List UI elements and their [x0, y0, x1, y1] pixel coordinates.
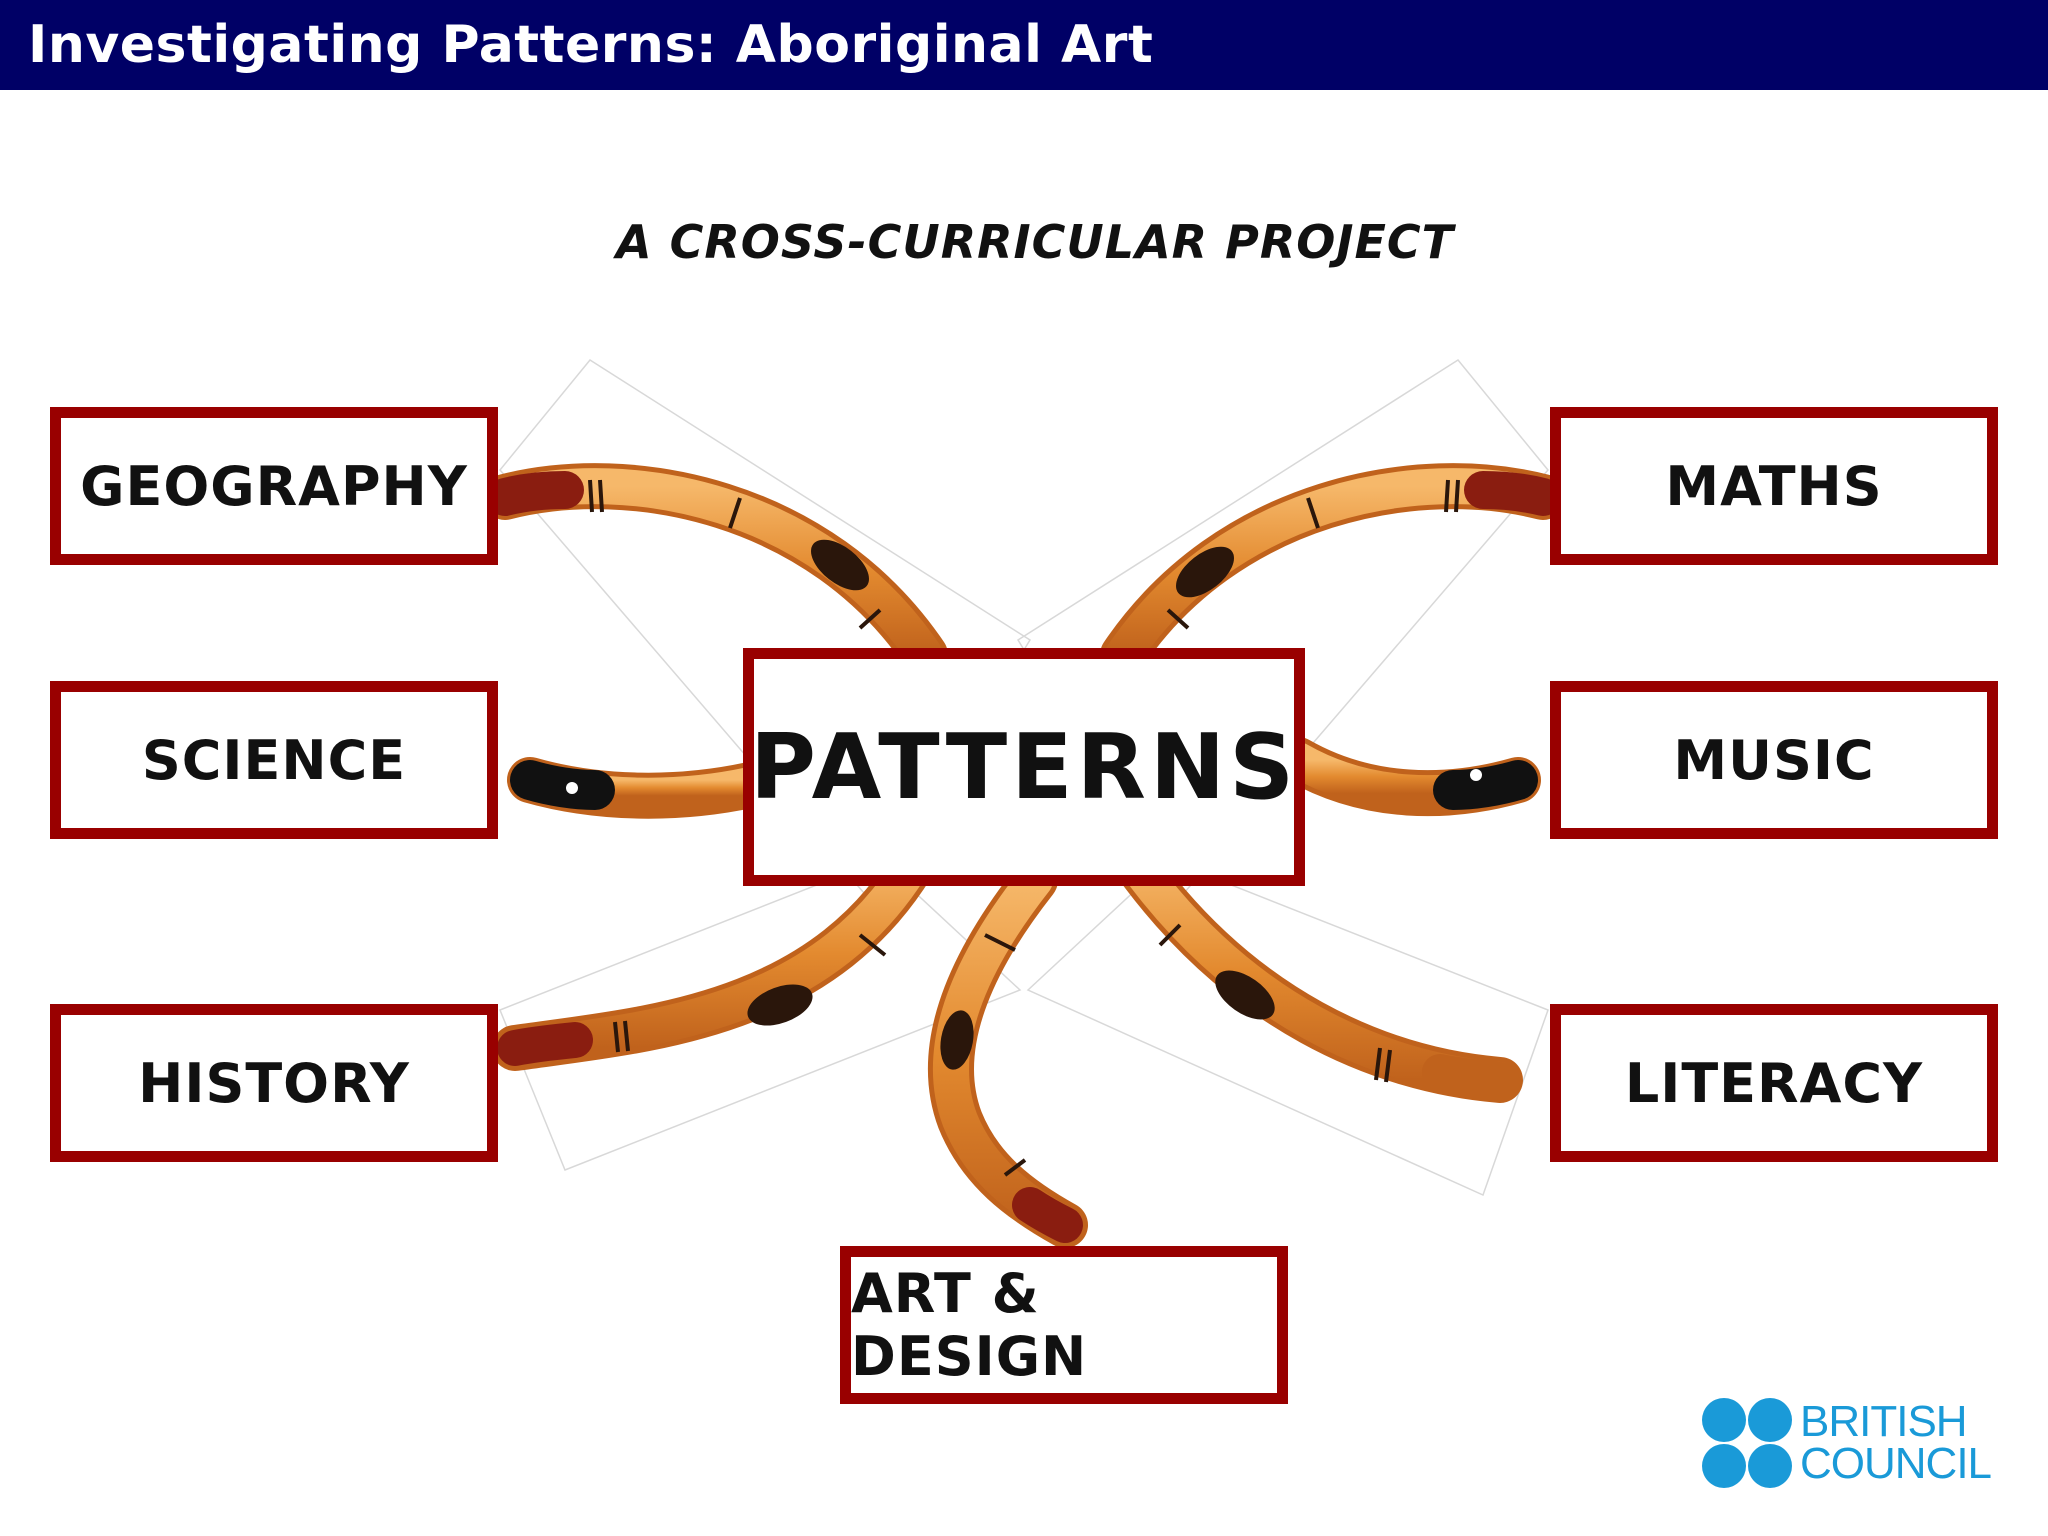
header-bar: Investigating Patterns: Aboriginal Art — [0, 0, 2048, 90]
page-title: Investigating Patterns: Aboriginal Art — [28, 15, 1154, 75]
subject-label-art-design: ART & DESIGN — [851, 1262, 1088, 1388]
subject-label-maths: MATHS — [1665, 454, 1883, 518]
subject-box-art-design: ART & DESIGN — [840, 1246, 1288, 1404]
logo-line-1: BRITISH — [1800, 1397, 1968, 1446]
boomerang-maths — [1100, 463, 1566, 678]
subject-label-science: SCIENCE — [141, 728, 407, 792]
logo-dots-icon — [1702, 1398, 1792, 1488]
boomerang-literacy — [1110, 837, 1523, 1103]
center-label: PATTERNS — [749, 714, 1299, 820]
center-box-patterns: PATTERNS — [743, 648, 1305, 886]
boomerang-art-design — [928, 857, 1088, 1248]
logo-text: BRITISH COUNCIL — [1800, 1397, 1992, 1488]
subject-box-geography: GEOGRAPHY — [50, 407, 498, 565]
subject-label-geography: GEOGRAPHY — [80, 454, 468, 518]
subtitle: A CROSS-CURRICULAR PROJECT — [615, 215, 1455, 269]
logo-line-2: COUNCIL — [1800, 1439, 1992, 1488]
british-council-logo: BRITISH COUNCIL — [1702, 1398, 2012, 1488]
boomerang-geography — [482, 463, 948, 678]
subject-label-history: HISTORY — [138, 1051, 410, 1115]
subject-box-literacy: LITERACY — [1550, 1004, 1998, 1162]
subject-label-literacy: LITERACY — [1624, 1051, 1924, 1115]
subject-box-music: MUSIC — [1550, 681, 1998, 839]
subject-label-music: MUSIC — [1673, 728, 1875, 792]
subject-box-history: HISTORY — [50, 1004, 498, 1162]
boomerang-history — [492, 837, 938, 1071]
subject-box-science: SCIENCE — [50, 681, 498, 839]
boomerang-music — [1275, 737, 1541, 817]
boomerang-science — [507, 757, 773, 819]
subject-box-maths: MATHS — [1550, 407, 1998, 565]
